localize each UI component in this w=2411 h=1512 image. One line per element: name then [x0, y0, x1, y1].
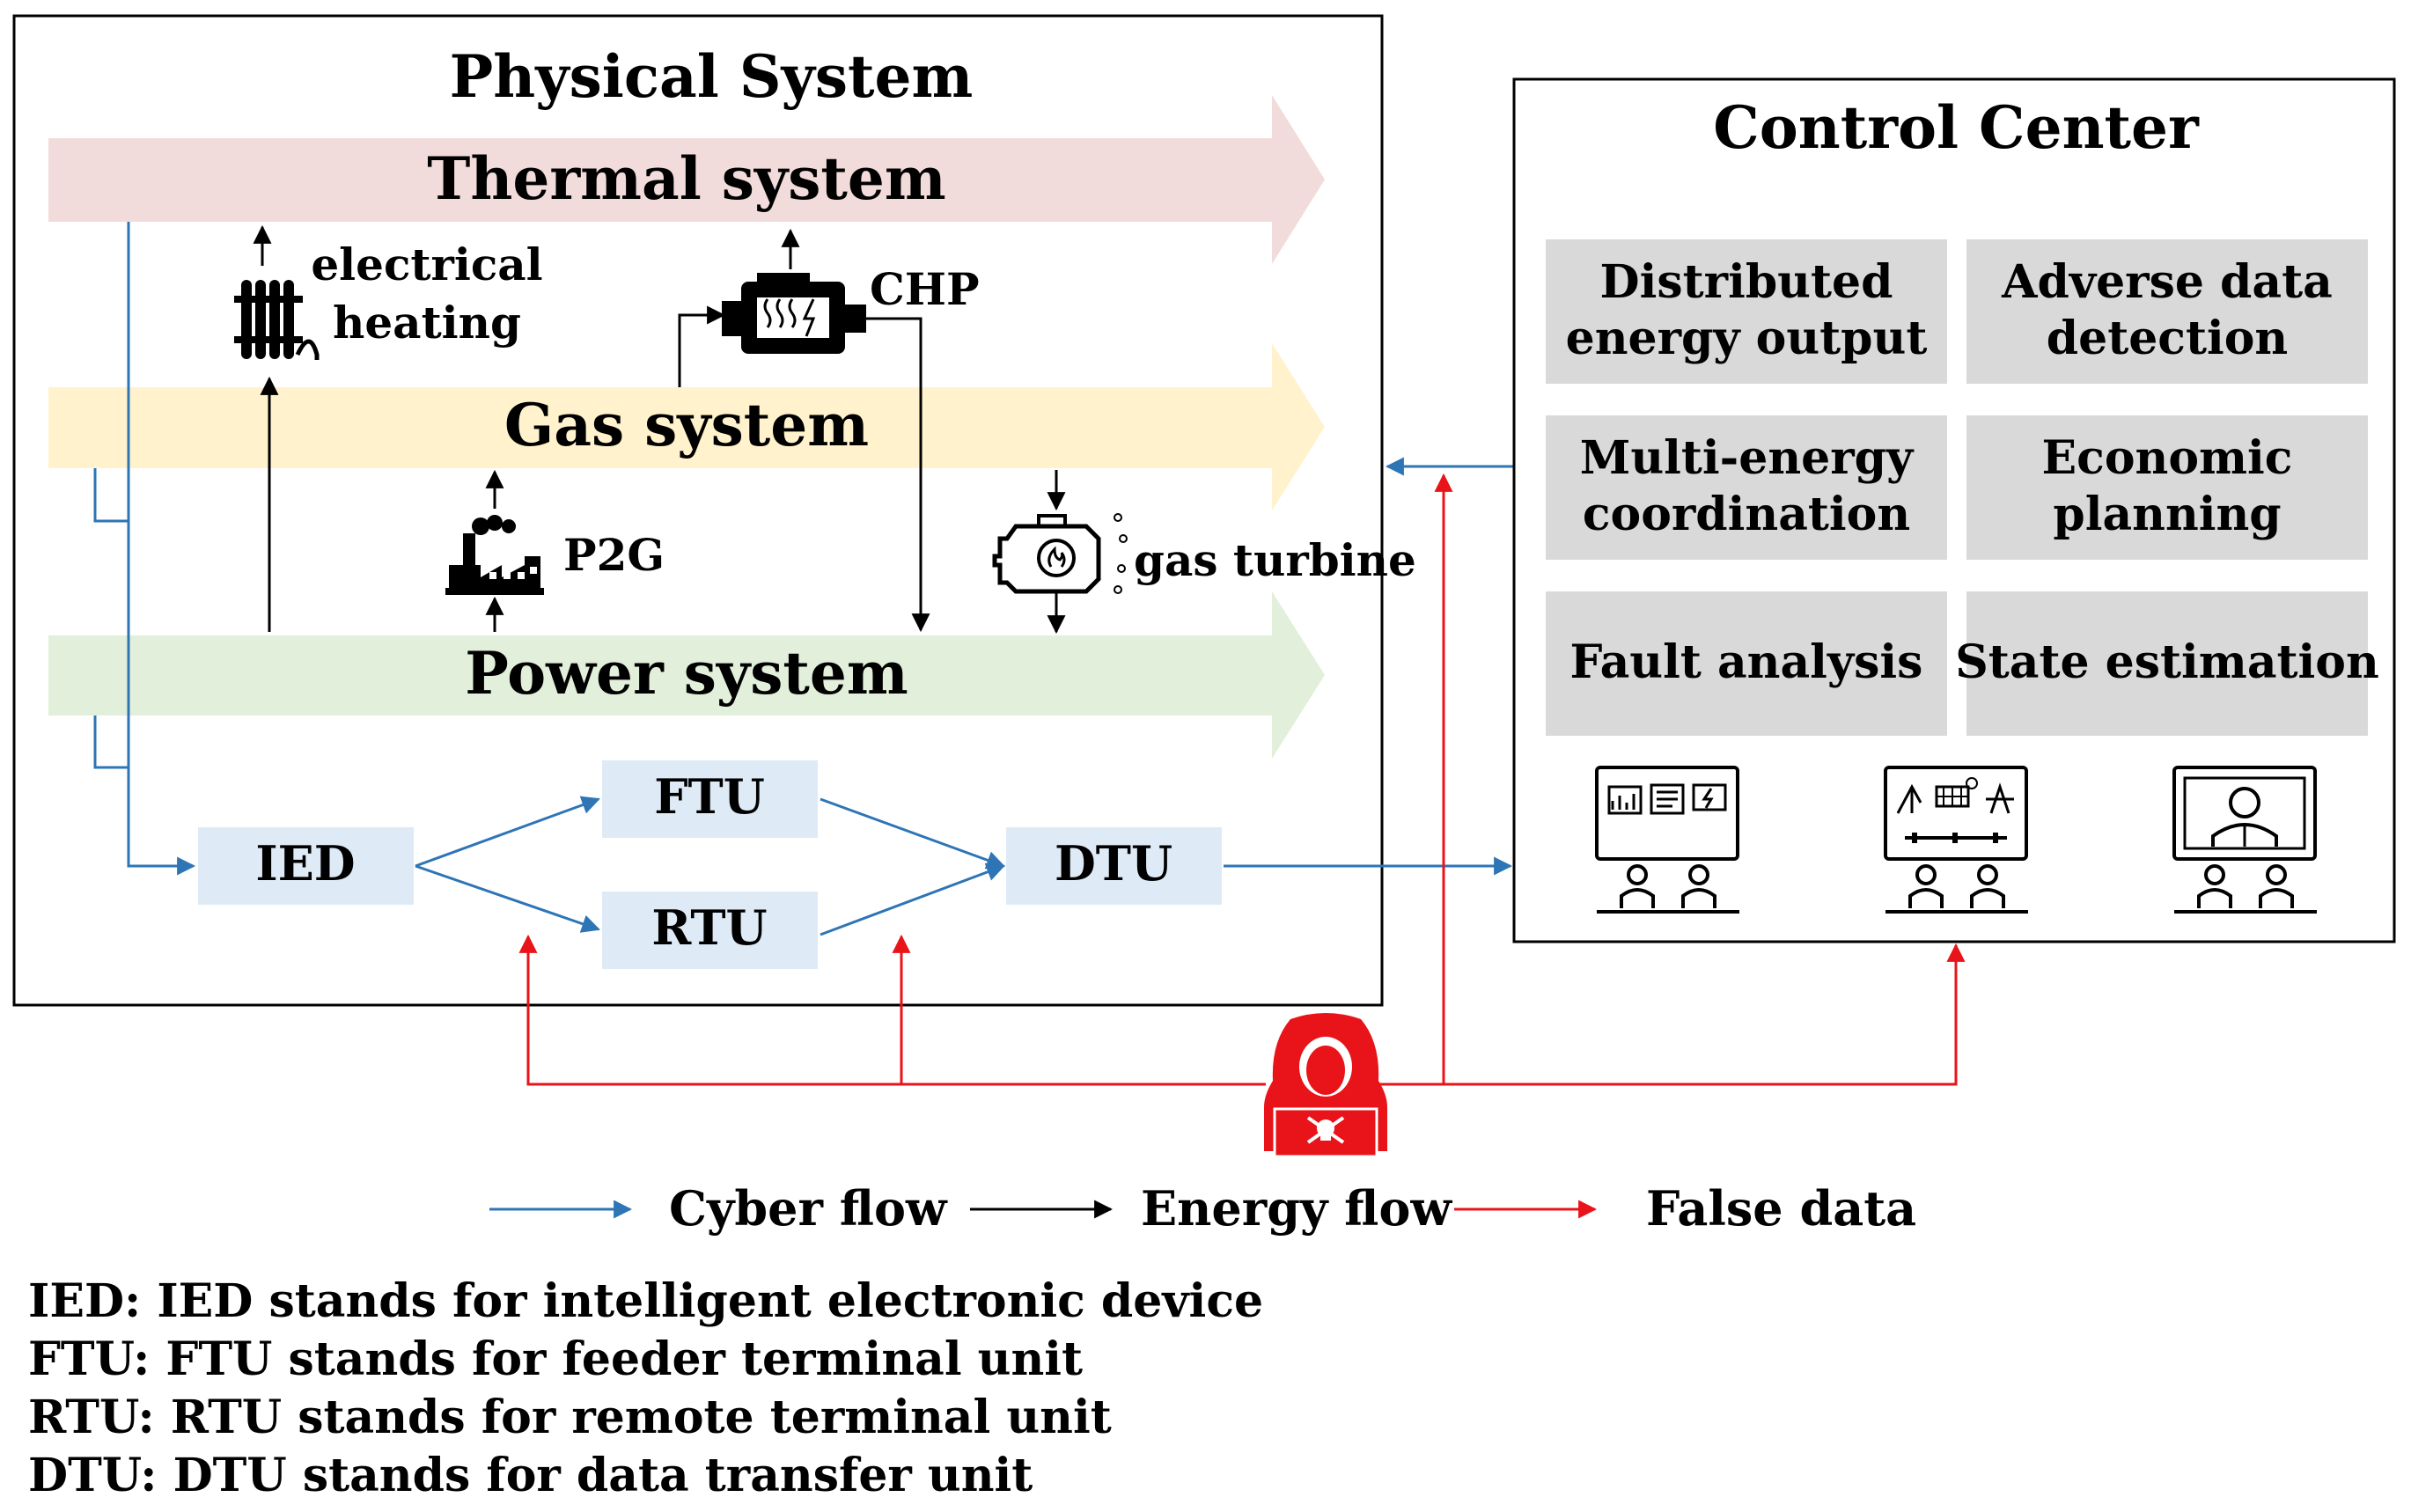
monitor-dashboard-icon: [1595, 766, 1739, 861]
function-label-state: State estimation: [1955, 635, 2379, 689]
function-box-state: [1966, 591, 2368, 736]
gas-turbine-label: gas turbine: [1134, 534, 1416, 586]
engine-icon: [722, 273, 866, 354]
legend-false-data: False data: [1646, 1180, 1916, 1237]
function-box-fault: [1546, 591, 1947, 736]
electrical-heating-label-1: electrical: [311, 239, 542, 290]
thermal-system-band: [48, 95, 1325, 264]
radiator-icon: [234, 280, 320, 360]
function-label-fault: Fault analysis: [1570, 635, 1923, 689]
ied-box: [198, 827, 414, 905]
function-box-adverse-data: [1966, 239, 2368, 384]
hacker-icon: [1264, 1013, 1387, 1158]
function-box-distributed-energy: [1546, 239, 1947, 384]
electrical-heating-label-2: heating: [333, 297, 521, 349]
gas-system-label: Gas system: [504, 391, 869, 459]
note-ftu: FTU: FTU stands for feeder terminal unit: [28, 1332, 1083, 1386]
function-label-distributed-1: Distributed: [1600, 255, 1893, 309]
physical-system-title: Physical System: [450, 42, 974, 111]
rtu-label: RTU: [651, 899, 767, 956]
rtu-box: [602, 892, 818, 969]
ftu-box: [602, 760, 818, 838]
p2g-label: P2G: [563, 529, 665, 581]
monitor-energy-icon: [1884, 766, 2028, 861]
function-label-multi-2: coordination: [1583, 488, 1910, 541]
power-system-label: Power system: [465, 639, 908, 708]
function-box-economic: [1966, 415, 2368, 560]
note-rtu: RTU: RTU stands for remote terminal unit: [28, 1391, 1112, 1444]
thermal-system-label: Thermal system: [427, 144, 946, 213]
note-dtu: DTU: DTU stands for data transfer unit: [28, 1449, 1033, 1502]
dtu-box: [1006, 827, 1222, 905]
function-label-distributed-2: energy output: [1566, 312, 1928, 365]
note-ied: IED: IED stands for intelligent electron…: [28, 1274, 1263, 1328]
monitor-person-icon: [2172, 766, 2317, 861]
dtu-label: DTU: [1055, 835, 1172, 892]
operator-icon: [1885, 864, 2028, 914]
function-label-adverse-1: Adverse data: [2001, 255, 2333, 309]
chp-label: CHP: [870, 263, 980, 315]
function-label-economic-1: Economic: [2042, 431, 2293, 485]
gas-system-band: [48, 343, 1325, 510]
control-center-title: Control Center: [1713, 93, 2200, 162]
function-label-adverse-2: detection: [2047, 312, 2288, 365]
gas-turbine-icon: [992, 513, 1128, 594]
legend-cyber-flow: Cyber flow: [669, 1180, 948, 1237]
function-label-economic-2: planning: [2053, 488, 2281, 541]
ftu-label: FTU: [654, 768, 765, 825]
operator-icon: [2174, 864, 2317, 914]
operator-icon: [1597, 864, 1739, 914]
function-label-multi-1: Multi-energy: [1580, 431, 1915, 485]
legend-energy-flow: Energy flow: [1141, 1180, 1452, 1237]
power-system-band: [48, 591, 1325, 759]
factory-icon: [445, 515, 544, 595]
function-box-multi-energy: [1546, 415, 1947, 560]
ied-label: IED: [255, 835, 355, 892]
